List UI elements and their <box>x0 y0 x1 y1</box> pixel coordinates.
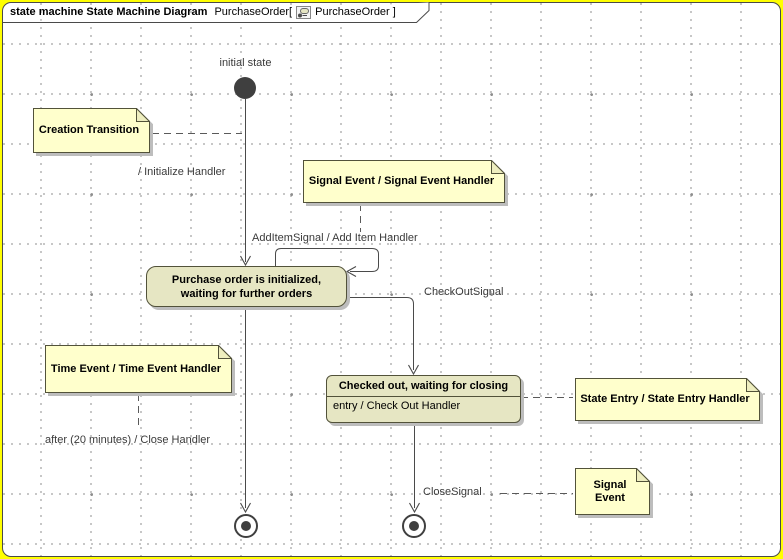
transition-add-item-self-loop[interactable] <box>275 248 379 272</box>
frame-tab-title[interactable]: state machine State Machine Diagram Purc… <box>10 5 396 19</box>
arrowhead-self-loop <box>345 266 357 277</box>
note-signal-event-bottom[interactable]: Signal Event <box>575 468 650 515</box>
transition-label-check-out[interactable]: CheckOutSignal <box>424 286 504 298</box>
note-fold-icon <box>218 345 232 359</box>
note-text: Creation Transition <box>38 124 140 136</box>
state-purchase-order[interactable]: Purchase order is initialized, waiting f… <box>146 266 347 307</box>
final-state-node-left[interactable] <box>234 514 258 538</box>
note-text: Signal Event <box>593 478 627 504</box>
transition-label-add-item[interactable]: AddItemSignal / Add Item Handler <box>252 232 418 244</box>
note-fold-icon <box>746 378 760 392</box>
state-checked-out[interactable]: Checked out, waiting for closing entry /… <box>326 375 521 423</box>
final-state-dot <box>241 521 251 531</box>
note-signal-event-top[interactable]: Signal Event / Signal Event Handler <box>303 160 505 203</box>
note-text: State Entry / State Entry Handler <box>580 393 750 405</box>
tab-diagram-kind: state machine State Machine Diagram <box>10 6 208 18</box>
note-creation-transition[interactable]: Creation Transition <box>33 108 150 153</box>
note-fold-icon <box>636 468 650 482</box>
arrowhead-into-purchase-order <box>240 255 251 267</box>
note-text: Signal Event / Signal Event Handler <box>308 175 495 187</box>
tab-context-suffix: PurchaseOrder ] <box>315 6 396 18</box>
frame-tab[interactable] <box>2 2 430 23</box>
transition-label-initialize[interactable]: / Initialize Handler <box>138 166 226 178</box>
note-time-event[interactable]: Time Event / Time Event Handler <box>45 345 232 393</box>
initial-state-node[interactable] <box>234 77 256 99</box>
transition-label-close-after[interactable]: after (20 minutes) / Close Handler <box>45 434 211 446</box>
state-title-line2: waiting for further orders <box>180 287 313 300</box>
note-text: Time Event / Time Event Handler <box>50 362 222 375</box>
transition-check-out[interactable] <box>347 297 414 371</box>
arrowhead-into-checked-out <box>408 364 419 376</box>
state-title-line1: Purchase order is initialized, <box>171 273 322 286</box>
arrowhead-into-final-left <box>240 502 251 514</box>
state-machine-diagram-icon <box>296 5 312 19</box>
arrowhead-into-final-right <box>409 502 420 514</box>
final-state-dot <box>409 521 419 531</box>
note-state-entry[interactable]: State Entry / State Entry Handler <box>575 378 760 421</box>
initial-state-label[interactable]: initial state <box>219 57 272 69</box>
state-title: Checked out, waiting for closing <box>338 380 509 392</box>
note-fold-icon <box>491 160 505 174</box>
tab-context-prefix: PurchaseOrder[ <box>214 6 293 18</box>
state-entry-activity: entry / Check Out Handler <box>327 396 520 412</box>
transition-label-close-signal[interactable]: CloseSignal <box>423 486 482 498</box>
note-fold-icon <box>136 108 150 122</box>
